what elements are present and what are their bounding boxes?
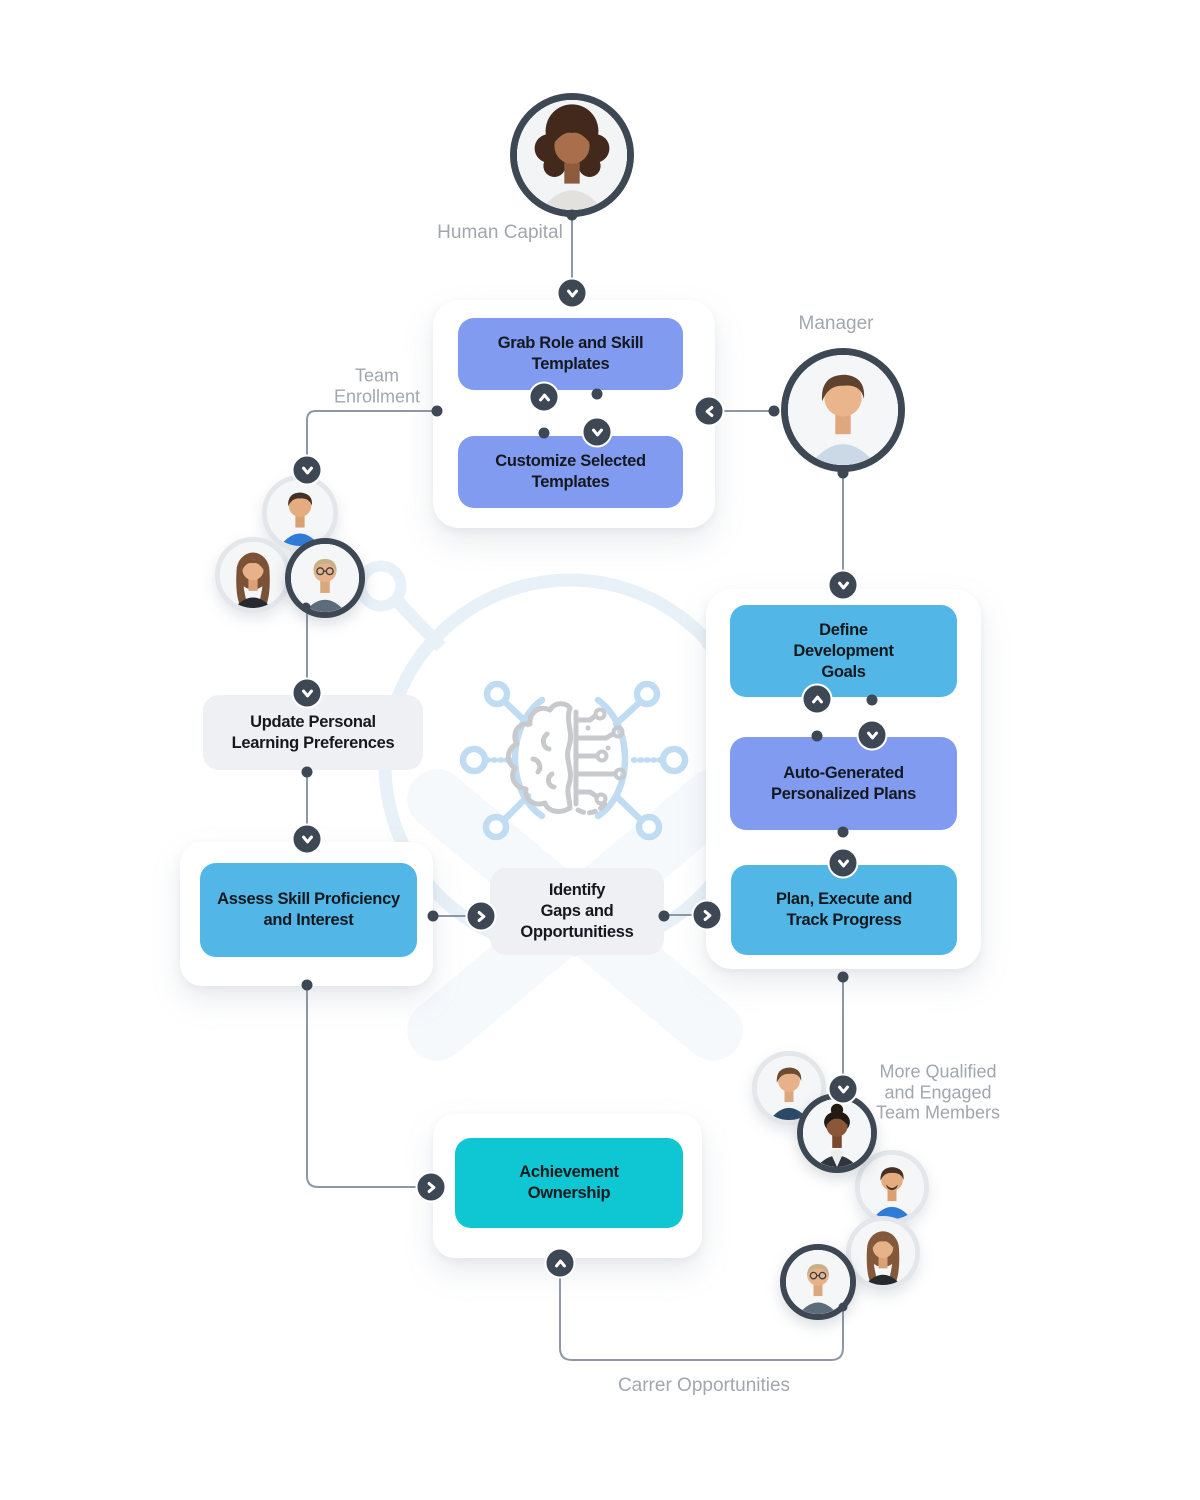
arrow-up-icon [801,683,833,715]
avatar-qualified-female [846,1216,920,1290]
career-opportunities-label: Carrer Opportunities [617,1374,791,1396]
arrow-down-icon [291,677,323,709]
arrow-down-icon [581,416,613,448]
arrow-down-icon [291,823,323,855]
more-qualified-label: More Qualified and Engaged Team Members [875,1061,1001,1123]
arrow-right-icon [465,900,497,932]
connector-dot [301,979,313,991]
node-plan-execute: Plan, Execute and Track Progress [731,865,957,955]
arrow-down-icon [856,719,888,751]
arrow-right-icon [691,899,723,931]
node-label: Customize Selected Templates [495,452,646,491]
avatar-manager [781,348,905,472]
node-customize-templates: Customize Selected Templates [458,436,683,508]
arrow-left-icon [693,395,725,427]
connector-dot [811,730,823,742]
human-capital-label: Human Capital [437,221,563,243]
avatar-human-capital [510,93,634,217]
avatar-qualified-female-dark [797,1093,877,1173]
node-label: Grab Role and Skill Templates [497,334,644,373]
node-label: Identify Gaps and Opportunitiess [520,881,634,941]
arrow-down-icon [827,847,859,879]
connector-dot [837,971,849,983]
node-label: Achievement Ownership [519,1163,619,1202]
person-photo [267,480,333,546]
node-grab-templates: Grab Role and Skill Templates [458,318,683,390]
connector-dot [591,388,603,400]
connector-dot [431,405,443,417]
connector-dot [301,766,313,778]
arrow-down-icon [827,569,859,601]
node-label: Update Personal Learning Preferences [231,712,395,752]
connector-dot [538,427,550,439]
node-label: Define Development Goals [793,620,894,681]
arrow-down-icon [827,1073,859,1105]
person-photo [860,1155,924,1219]
arrow-down-icon [556,277,588,309]
connector-dot [658,910,670,922]
node-label: Assess Skill Proficiency and Interest [217,890,400,929]
connector-dot [427,910,439,922]
person-photo [788,355,898,465]
avatar-qualified-male-blue [855,1150,929,1224]
connector-dot [837,826,849,838]
connector-dot [866,694,878,706]
arrow-right-icon [415,1171,447,1203]
node-identify-gaps: Identify Gaps and Opportunitiess [490,868,664,955]
node-label: Plan, Execute and Track Progress [775,890,913,929]
connector-dot [837,467,849,479]
connector-dot [838,1302,848,1312]
avatar-team-member-male-glasses [285,538,365,618]
arrow-up-icon [544,1247,576,1279]
team-enrollment-label: Team Enrollment [333,365,421,407]
node-label: Auto-Generated Personalized Plans [771,763,916,803]
manager-label: Manager [798,312,874,334]
node-achievement: Achievement Ownership [455,1138,683,1228]
node-define-goals: Define Development Goals [730,605,957,697]
person-photo [803,1099,871,1167]
connector-dot [301,602,311,612]
connector-dot [768,405,780,417]
node-auto-plans: Auto-Generated Personalized Plans [730,737,957,830]
person-photo [291,544,359,612]
person-photo [220,542,286,608]
connector-dot [566,209,578,221]
arrow-up-icon [528,381,560,413]
person-photo [851,1221,915,1285]
arrow-down-icon [291,454,323,486]
avatar-team-member-female [215,537,291,613]
person-photo [517,100,627,210]
node-assess-skills: Assess Skill Proficiency and Interest [200,863,417,957]
